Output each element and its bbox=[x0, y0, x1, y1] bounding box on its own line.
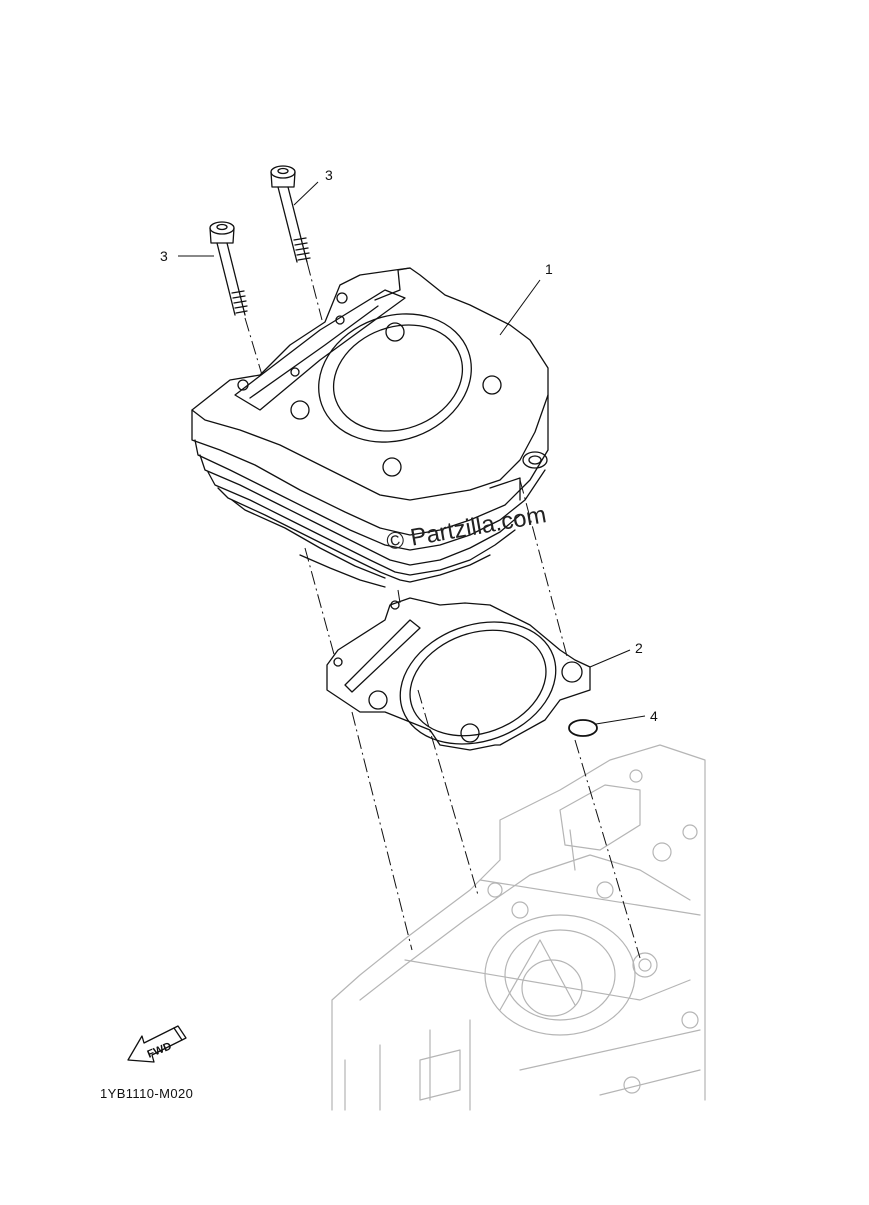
callout-3-right: 3 bbox=[325, 167, 333, 183]
crankcase-outline bbox=[331, 744, 706, 1111]
cylinder-gasket bbox=[326, 597, 591, 751]
assembly-lines bbox=[244, 261, 641, 959]
fwd-label: FWD bbox=[146, 1040, 174, 1061]
watermark: © Partzilla.com bbox=[384, 501, 548, 556]
fwd-arrow-icon: FWD bbox=[127, 1025, 187, 1063]
callout-3-left: 3 bbox=[160, 248, 168, 264]
bolt-left bbox=[209, 221, 248, 316]
o-ring bbox=[568, 719, 598, 737]
callout-2: 2 bbox=[635, 640, 643, 656]
drawing-code: 1YB1110-M020 bbox=[100, 1086, 193, 1101]
callout-1: 1 bbox=[545, 261, 553, 277]
bolt-right bbox=[270, 165, 311, 263]
callout-4: 4 bbox=[650, 708, 658, 724]
cylinder-block bbox=[191, 267, 549, 588]
leader-lines bbox=[178, 181, 646, 725]
